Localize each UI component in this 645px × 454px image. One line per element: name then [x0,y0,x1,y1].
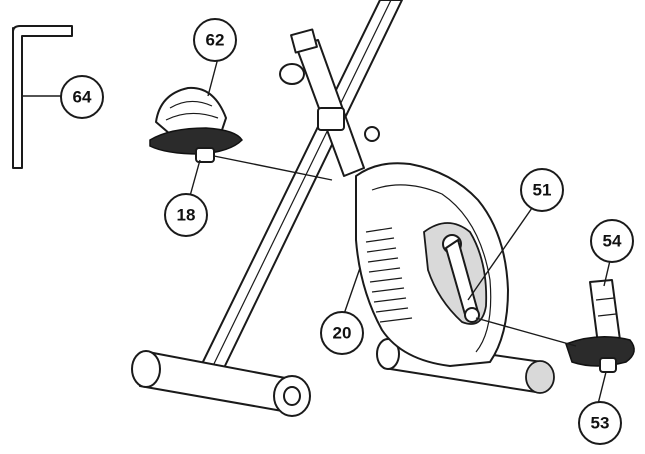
housing-vent-slots [365,227,413,323]
callout-20-label: 20 [333,324,352,343]
leader-lines [22,57,613,405]
callout-54: 54 [590,219,634,263]
flywheel-housing [355,162,509,367]
callout-53: 53 [578,401,622,445]
callout-64: 64 [60,75,104,119]
left-pedal [149,86,243,163]
rear-stabilizer [131,350,311,417]
crank-arm [442,234,480,323]
seat-post-tube [279,28,380,177]
allen-wrench [12,25,73,169]
callout-51-label: 51 [533,181,552,200]
callout-64-label: 64 [73,88,92,107]
callout-51: 51 [520,168,564,212]
callout-18: 18 [164,193,208,237]
callout-62-label: 62 [206,31,225,50]
callout-18-label: 18 [177,206,196,225]
callout-20: 20 [320,311,364,355]
callout-54-label: 54 [603,232,622,251]
right-pedal [565,279,635,373]
callout-53-label: 53 [591,414,610,433]
callout-62: 62 [193,18,237,62]
assembly-guide-lines [213,155,577,347]
